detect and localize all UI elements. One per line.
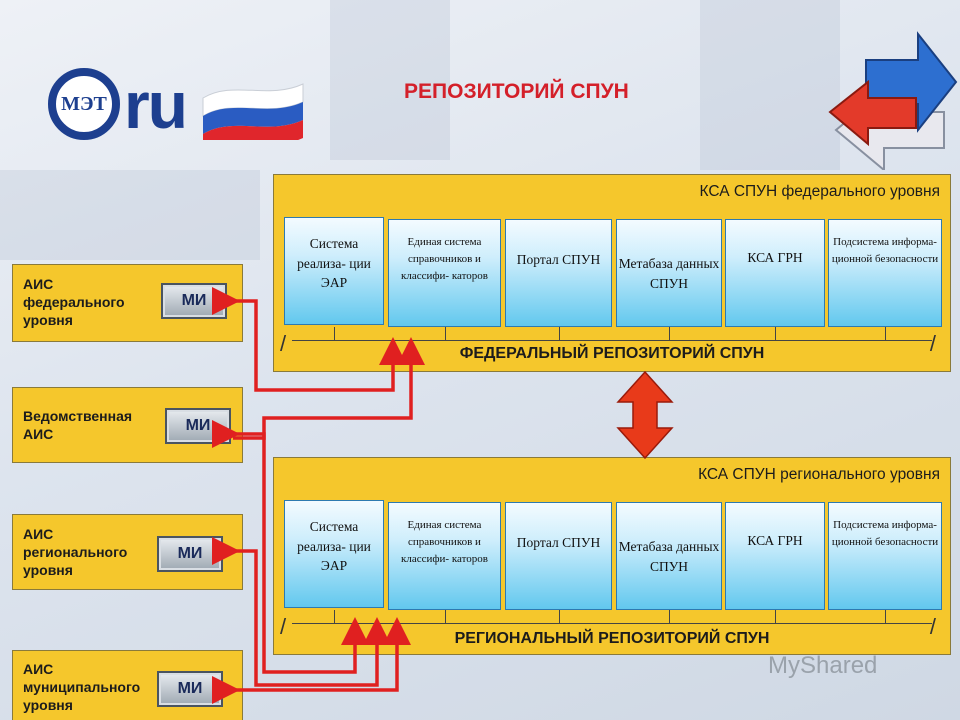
background-certificate-image: [0, 170, 260, 260]
bus-connector-tick: [885, 610, 886, 624]
bus-connector-tick: [775, 327, 776, 341]
federal-panel-title: КСА СПУН федерального уровня: [699, 183, 940, 200]
logo-text: ru: [124, 68, 188, 142]
federal-repository-label: ФЕДЕРАЛЬНЫЙ РЕПОЗИТОРИЙ СПУН: [459, 345, 765, 362]
ais-box-departmental: Ведомственная АИС МИ: [12, 387, 243, 463]
system-box-label: Система реализа- ции ЭАР: [297, 236, 371, 290]
bus-connector-tick: [775, 610, 776, 624]
watermark: MyShared: [768, 652, 878, 679]
system-box-1[interactable]: Система реализа- ции ЭАР: [284, 217, 384, 325]
system-box-label: КСА ГРН: [747, 250, 803, 265]
system-box-label: Метабаза данных СПУН: [618, 539, 720, 574]
page-title: РЕПОЗИТОРИЙ СПУН: [404, 80, 629, 103]
ais-box-municipal: АИС муниципального уровня МИ: [12, 650, 243, 720]
system-box-label: Портал СПУН: [516, 535, 601, 550]
bus-connector-tick: [558, 327, 560, 341]
connector-municipal-ais: [212, 617, 411, 704]
system-box-6[interactable]: Подсистема информа- ционной безопасности: [828, 502, 942, 610]
bus-connector-tick: [558, 610, 560, 624]
system-box-label: Единая система справочников и классифи- …: [401, 519, 488, 565]
system-box-5[interactable]: КСА ГРН: [725, 219, 825, 327]
connector-federal-ais: [212, 287, 407, 392]
system-box-2[interactable]: Единая система справочников и классифи- …: [388, 502, 501, 610]
bus-connector-tick: [444, 610, 446, 624]
bus-connector-tick: [669, 610, 670, 624]
ais-label: Ведомственная АИС: [23, 408, 133, 442]
system-box-4[interactable]: Метабаза данных СПУН: [616, 502, 722, 610]
logo: МЭТ ru: [48, 66, 304, 150]
bus-end-marker: /: [929, 614, 936, 639]
background-document-image: [330, 0, 450, 160]
system-box-6[interactable]: Подсистема информа- ционной безопасности: [828, 219, 942, 327]
connector-departmental-regional: [212, 420, 369, 674]
system-box-3[interactable]: Портал СПУН: [505, 502, 612, 610]
system-box-4[interactable]: Метабаза данных СПУН: [616, 219, 722, 327]
system-box-label: Портал СПУН: [516, 252, 601, 267]
system-box-label: КСА ГРН: [747, 533, 803, 548]
bus-end-marker: /: [929, 331, 936, 356]
ais-label: АИС федерального уровня: [23, 276, 125, 328]
bus-connector-tick: [885, 327, 886, 341]
ais-box-regional: АИС регионального уровня МИ: [12, 514, 243, 590]
bidirectional-exchange-arrow: [616, 370, 674, 460]
regional-bus-line: [292, 623, 932, 624]
ais-label: АИС регионального уровня: [23, 526, 128, 578]
ais-label: АИС муниципального уровня: [23, 661, 141, 713]
bus-connector-tick: [444, 327, 446, 341]
system-box-label: Подсистема информа- ционной безопасности: [831, 236, 939, 265]
federal-bus-line: [292, 340, 932, 341]
system-box-3[interactable]: Портал СПУН: [505, 219, 612, 327]
system-box-label: Метабаза данных СПУН: [618, 256, 720, 291]
exchange-arrows-icon: [828, 31, 958, 170]
regional-repository-label: РЕГИОНАЛЬНЫЙ РЕПОЗИТОРИЙ СПУН: [454, 630, 770, 647]
system-box-label: Подсистема информа- ционной безопасности: [831, 519, 939, 548]
russian-flag-icon: [202, 83, 304, 140]
bus-connector-tick: [669, 327, 670, 341]
logo-emblem: МЭТ: [48, 68, 120, 140]
mi-module-button[interactable]: МИ: [157, 671, 223, 707]
system-box-label: Единая система справочников и классифи- …: [401, 236, 488, 282]
system-box-5[interactable]: КСА ГРН: [725, 502, 825, 610]
regional-panel-title: КСА СПУН регионального уровня: [698, 466, 940, 483]
background-building-image: [700, 0, 840, 170]
system-box-2[interactable]: Единая система справочников и классифи- …: [388, 219, 501, 327]
